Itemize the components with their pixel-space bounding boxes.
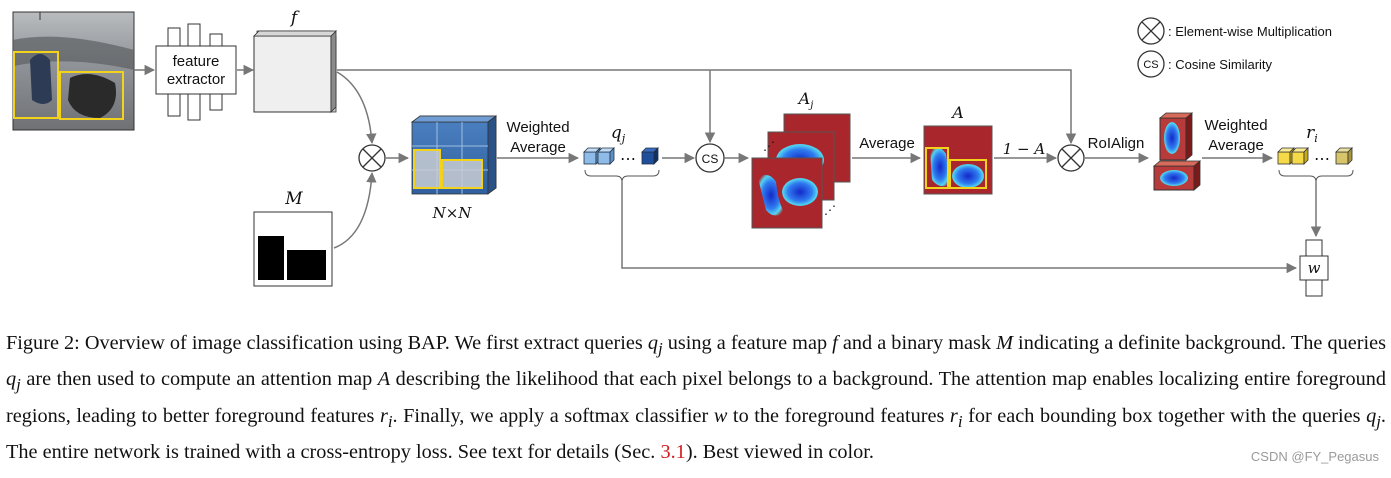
- svg-text:⋰: ⋰: [763, 139, 775, 153]
- weighted-average2-label-1: Weighted: [1204, 117, 1267, 134]
- features-label: ri: [1306, 123, 1318, 145]
- query-grid: [410, 115, 498, 195]
- feature-extractor-label-1: feature: [173, 53, 220, 70]
- svg-text:CS: CS: [702, 152, 719, 166]
- feature-extractor: feature extractor: [155, 23, 237, 121]
- queries-label: qj: [611, 123, 626, 145]
- attention-maps-label: Aj: [797, 89, 814, 111]
- section-reference-link[interactable]: 3.1: [660, 441, 686, 464]
- input-image: [12, 11, 135, 131]
- svg-text:⋯: ⋯: [1314, 151, 1330, 168]
- attention-label: A: [950, 103, 964, 122]
- caption-prefix: Figure 2:: [6, 332, 80, 354]
- one-minus-a-label: 1 − A: [1003, 140, 1046, 158]
- watermark: CSDN @FY_Pegasus: [1250, 449, 1379, 464]
- multiply-legend-icon: [1137, 17, 1165, 45]
- svg-text:⋯: ⋯: [620, 151, 636, 168]
- svg-text:CS: CS: [1143, 59, 1158, 71]
- feature-extractor-label-2: extractor: [167, 71, 225, 88]
- roi-features: [1152, 112, 1202, 191]
- grid-size-label: N×N: [432, 204, 473, 222]
- average-label: Average: [859, 135, 915, 152]
- cosine-similarity-node: CS: [695, 143, 725, 173]
- features-ri: ⋯: [1277, 147, 1354, 183]
- queries-qj: ⋯: [583, 147, 660, 183]
- attention-maps-aj: ⋰ ⋰: [751, 113, 851, 229]
- mask-label: M: [284, 189, 303, 209]
- feature-map-label: f: [289, 8, 300, 28]
- multiply-node-2: [1057, 144, 1085, 172]
- bap-overview-diagram: feature extractor f M: [12, 8, 1354, 297]
- weighted-average-label-2: Average: [510, 139, 566, 156]
- figure-caption: Figure 2: Overview of image classificati…: [6, 332, 1387, 464]
- legend: : Element-wise Multiplication CS : Cosin…: [1137, 17, 1332, 78]
- feature-map-f: [253, 30, 337, 113]
- weighted-average-label-1: Weighted: [506, 119, 569, 136]
- binary-mask-m: [253, 211, 333, 287]
- cosine-legend-icon: CS: [1137, 50, 1165, 78]
- weighted-average2-label-2: Average: [1208, 137, 1264, 154]
- attention-map-a: [923, 125, 993, 195]
- classifier-w: w: [1299, 239, 1329, 297]
- svg-text:⋰: ⋰: [824, 203, 836, 217]
- roialign-label: RoIAlign: [1088, 135, 1145, 152]
- legend-cosine: : Cosine Similarity: [1168, 57, 1273, 72]
- classifier-label: w: [1308, 259, 1321, 277]
- legend-multiplication: : Element-wise Multiplication: [1168, 24, 1332, 39]
- multiply-node-1: [358, 144, 386, 172]
